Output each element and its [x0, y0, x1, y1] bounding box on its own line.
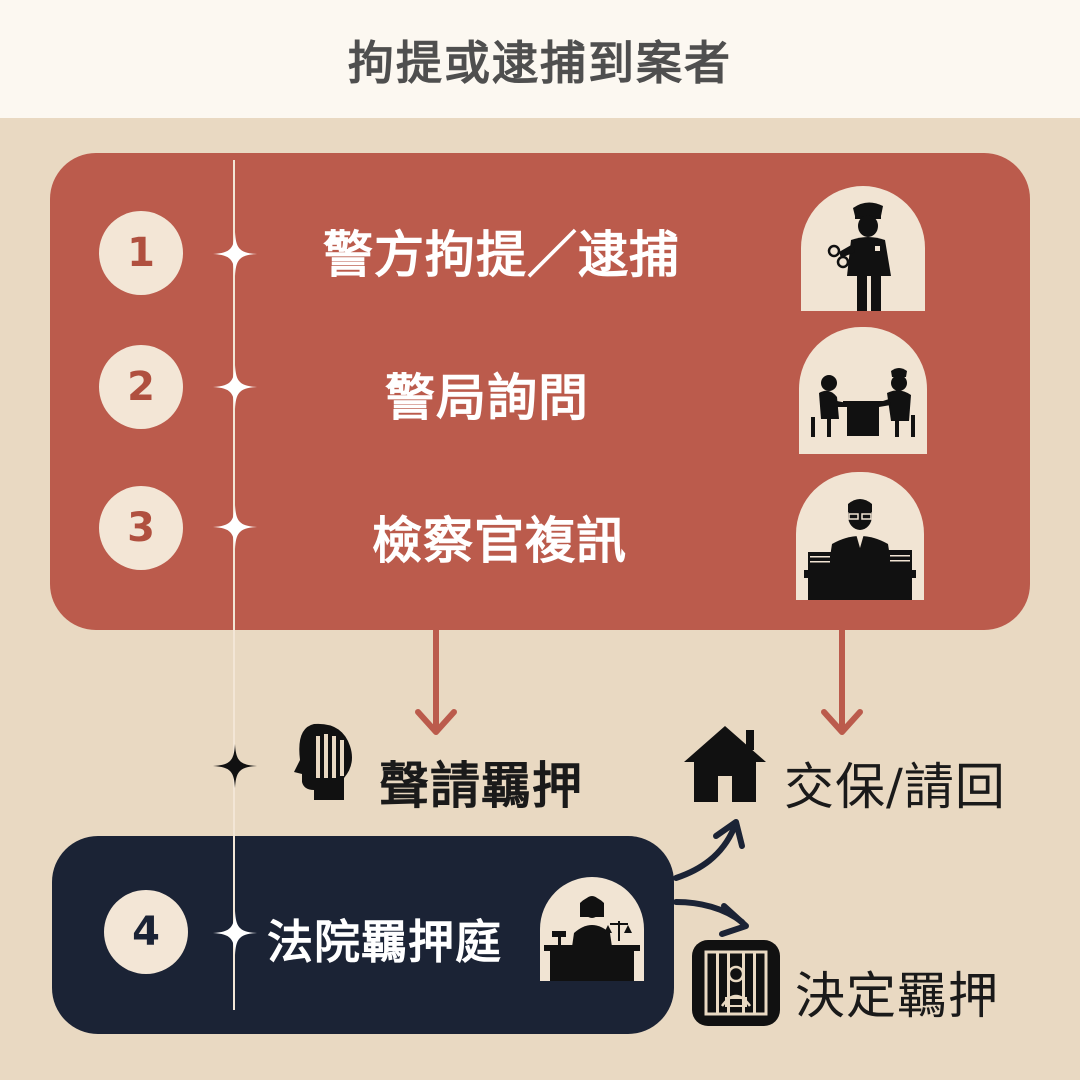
house-icon [684, 726, 766, 802]
step-1-number: 1 [99, 211, 183, 295]
step-4-number: 4 [104, 890, 188, 974]
arrow-court-to-detention [673, 899, 749, 937]
step-4-label: 法院羈押庭 [267, 915, 502, 969]
request-detention-label: 聲請羈押 [379, 756, 583, 815]
step-3-number: 3 [99, 486, 183, 570]
arrow-to-bail-release [821, 630, 863, 735]
prisoner-bars-icon [692, 940, 780, 1026]
bail-release-label: 交保/請回 [784, 758, 1006, 816]
step-2-number: 2 [99, 345, 183, 429]
police-interrogation-icon [799, 327, 927, 454]
detention-granted-label: 決定羈押 [795, 967, 999, 1025]
sparkle-icon [213, 744, 257, 788]
timeline-line [233, 160, 235, 1010]
sparkle-icon [213, 505, 257, 549]
sparkle-icon [213, 365, 257, 409]
arrow-to-request-detention [415, 630, 457, 735]
header-bar: 拘提或逮捕到案者 [0, 0, 1080, 118]
step-1-label: 警方拘提／逮捕 [323, 225, 680, 284]
prosecutor-desk-icon [796, 472, 924, 600]
police-officer-icon [801, 186, 925, 311]
page-title: 拘提或逮捕到案者 [348, 36, 732, 90]
arrow-court-to-bail [673, 819, 745, 881]
jailed-mind-icon [294, 723, 352, 800]
step-2-label: 警局詢問 [385, 368, 589, 427]
sparkle-icon [213, 911, 257, 955]
sparkle-icon [213, 232, 257, 276]
step-3-label: 檢察官複訊 [372, 511, 627, 570]
judge-bench-icon [540, 877, 644, 981]
